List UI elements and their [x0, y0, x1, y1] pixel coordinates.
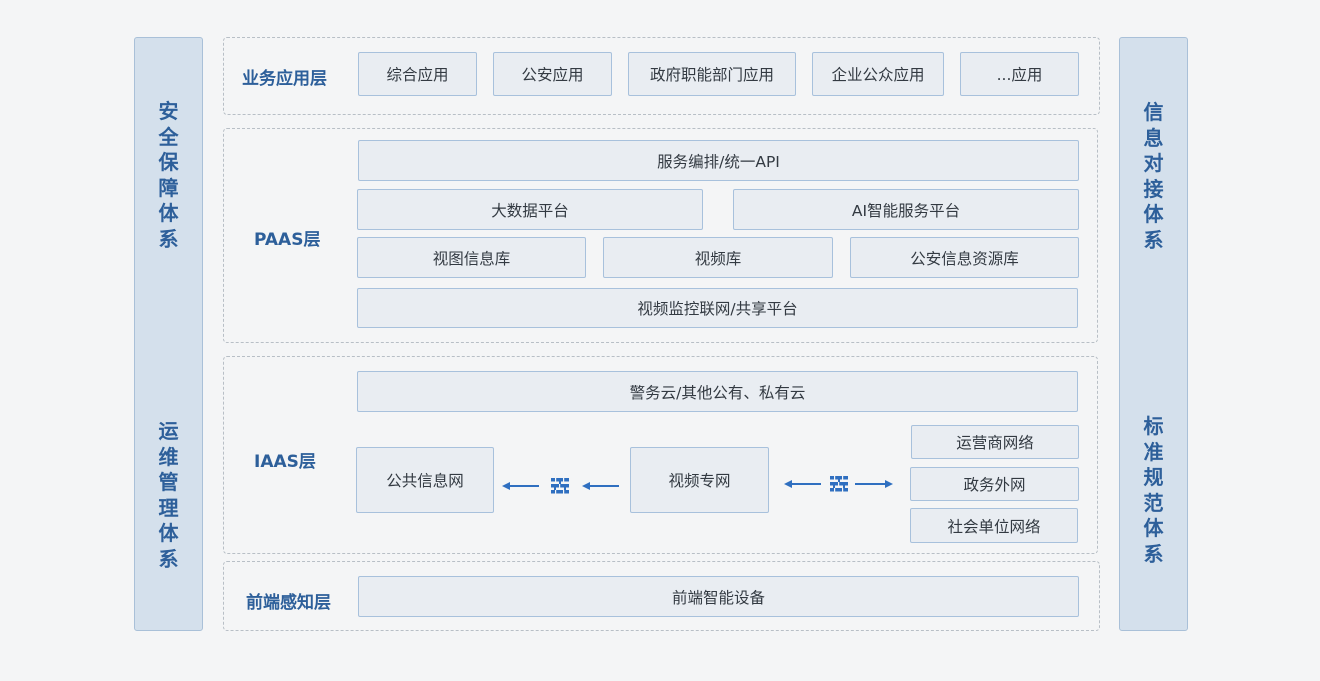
firewall-icon	[551, 478, 569, 494]
video-db: 视频库	[603, 237, 833, 278]
firewall-icon	[830, 476, 848, 492]
business-layer-title: 业务应用层	[242, 69, 327, 89]
operations-system-label: 运维管理体系	[135, 419, 202, 572]
view-info-db: 视图信息库	[357, 237, 586, 278]
gov-external-network: 政务外网	[910, 467, 1079, 501]
bigdata-platform: 大数据平台	[357, 189, 703, 230]
video-private-network: 视频专网	[630, 447, 769, 513]
standards-text: 标准规范体系	[1143, 414, 1164, 566]
service-orchestration: 服务编排/统一API	[358, 140, 1079, 181]
front-layer	[223, 561, 1100, 631]
police-info-db: 公安信息资源库	[850, 237, 1079, 278]
app-comprehensive: 综合应用	[358, 52, 477, 96]
app-more: ...应用	[960, 52, 1079, 96]
app-police: 公安应用	[493, 52, 612, 96]
arrow-left-to-video-net	[784, 480, 821, 488]
standards-label: 标准规范体系	[1120, 414, 1187, 567]
app-enterprise: 企业公众应用	[812, 52, 944, 96]
info-docking-panel: 信息对接体系 标准规范体系	[1119, 37, 1188, 631]
video-sharing-platform: 视频监控联网/共享平台	[357, 288, 1078, 328]
app-government: 政府职能部门应用	[628, 52, 796, 96]
arrow-left-to-public-net	[502, 482, 539, 490]
info-docking-label: 信息对接体系	[1120, 100, 1187, 253]
paas-layer	[223, 128, 1098, 343]
front-layer-title: 前端感知层	[246, 593, 331, 613]
arrow-left-to-firewall	[582, 482, 619, 490]
business-layer	[223, 37, 1100, 115]
security-system-panel: 安全保障体系 运维管理体系	[134, 37, 203, 631]
iaas-layer	[223, 356, 1098, 554]
social-unit-network: 社会单位网络	[910, 508, 1078, 543]
arrow-right-to-external-nets	[855, 480, 893, 488]
iaas-layer-title: IAAS层	[254, 452, 316, 472]
operations-system-text: 运维管理体系	[158, 419, 179, 571]
info-docking-text: 信息对接体系	[1143, 100, 1164, 252]
front-smart-devices: 前端智能设备	[358, 576, 1079, 617]
carrier-network: 运营商网络	[911, 425, 1079, 459]
security-system-label: 安全保障体系	[135, 99, 202, 252]
security-system-text: 安全保障体系	[158, 99, 179, 251]
paas-layer-title: PAAS层	[254, 230, 321, 250]
ai-platform: AI智能服务平台	[733, 189, 1079, 230]
public-info-network: 公共信息网	[356, 447, 494, 513]
police-cloud: 警务云/其他公有、私有云	[357, 371, 1078, 412]
